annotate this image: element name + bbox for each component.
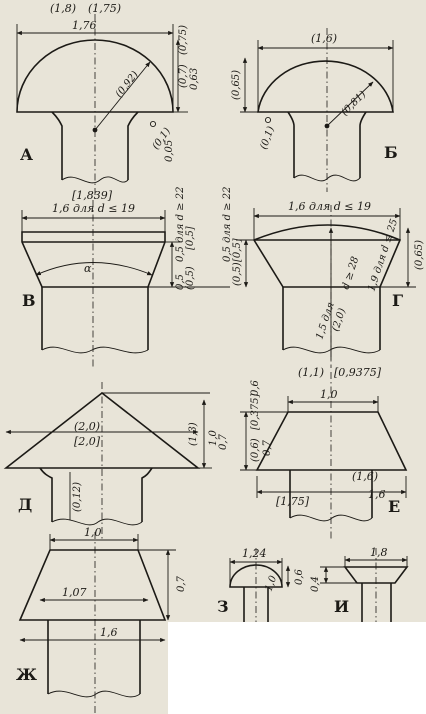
figure-z-dim-width: 1,24: [242, 547, 267, 560]
figure-e-dim-h4: (0,6): [250, 438, 261, 462]
figure-i-dim-h: 0,4: [310, 576, 321, 592]
figure-e-dim-w2: [0,9375]: [334, 366, 382, 379]
figure-b-dim-width: (1,6): [311, 32, 337, 45]
figure-i-label: И: [334, 597, 349, 616]
figure-a-dim-d1: (1,8): [50, 2, 76, 15]
figure-z-dim-h: 0,6: [294, 568, 305, 585]
figure-a-dim-h3: 0,63: [189, 68, 200, 90]
figure-d-dim-w1: (2,0): [74, 420, 100, 433]
figure-g-dim-width: 1,6 для d ≤ 19: [288, 200, 371, 213]
figure-v-dim-d: [1,839]: [72, 189, 113, 202]
figure-e-dim-h2: [0,375]: [250, 393, 261, 430]
figure-g-dim-h1: (0,5): [232, 262, 243, 286]
figure-g-label: Г: [392, 291, 403, 310]
figure-a-dim-h1: (0,7): [178, 64, 189, 88]
figure-v-dim-h1: (0,5): [185, 266, 196, 290]
figure-g-dim-s1: d ≥ 28: [340, 255, 361, 291]
figure-zh-dim-w3: 1,6: [100, 626, 118, 639]
figure-i-dim-width: 1,8: [370, 546, 388, 559]
figure-z-dim-radius: 1,0: [263, 574, 279, 593]
figure-g-semi-countersunk-head: Г 1,6 для d ≤ 19 0,5 для d ≥ 22 (0,5) [0…: [222, 187, 425, 368]
figure-d-dim-h1: (1,3): [188, 422, 199, 446]
figure-v-label: В: [22, 291, 36, 310]
figure-e-flat-conical-head: Е (1,1) [0,9375] 1,0 0,6 [0,375] 0,7 (0,…: [240, 366, 408, 540]
figure-d-dim-h2: 1,0: [208, 429, 219, 446]
figure-e-dim-w3: (1,6): [352, 470, 378, 483]
figure-b-segment-head: Б (1,6) (0,65) (0,81) (0,1): [231, 28, 398, 192]
figure-v-countersunk-head: В [1,839] 1,6 для d ≤ 19 α 0,5 для d ≥ 2…: [21, 187, 230, 368]
figure-b-label: Б: [384, 143, 398, 162]
figure-d-conical-head: Д (2,0) [2,0] (1,3) 1,0 0,7 (0,12): [3, 382, 229, 540]
figure-a-label: А: [20, 145, 33, 164]
figure-g-dim-height: (0,65): [414, 240, 425, 270]
figure-a-dim-d2: (1,75): [88, 2, 121, 15]
figure-zh-dim-h: 0,7: [176, 575, 187, 592]
figure-d-dim-h3: 0,7: [218, 433, 229, 450]
figure-a-dim-radius: (0,92): [114, 69, 141, 100]
figure-b-dim-height: (0,65): [231, 70, 242, 100]
figure-v-dim-h2: [0,5]: [185, 226, 196, 250]
figure-g-dim-cond: 0,5 для d ≥ 22: [222, 187, 233, 262]
figure-g-dim-h2: [0,5]: [232, 238, 243, 262]
figure-v-dim-cond: 0,5 для d ≥ 22: [175, 187, 186, 262]
figure-e-dim-h3: 0,7: [262, 439, 273, 456]
figure-v-angle: α: [84, 262, 92, 275]
figure-g-dim-s2: 1,9 для d ≤ 25: [366, 218, 400, 293]
figure-e-dim-h1: 0,6: [250, 379, 261, 396]
figure-e-dim-w1: (1,1): [298, 366, 324, 379]
figure-z-label: З: [217, 597, 229, 616]
figure-d-label: Д: [18, 495, 32, 514]
figure-z-small-round-head: З 1,24 1,0 0,6: [217, 547, 305, 628]
figure-i-small-countersunk-head: И 1,8 0,4: [310, 546, 409, 632]
figure-e-dim-w4: 1,6: [368, 488, 386, 501]
figure-zh-trapezoid-head: Ж 1,0 1,07 1,6 0,7: [16, 526, 187, 714]
figure-e-dim-width: 1,0: [320, 388, 338, 401]
figure-d-dim-w2: [2,0]: [74, 435, 101, 448]
figure-d-dim-e: (0,12): [72, 482, 83, 512]
figure-a-semicircular-head: А (1,8) (1,75) 1,76 (0,92) (0,1) (0,7) (…: [16, 2, 200, 198]
figure-v-dim-h3: 0,5: [175, 274, 186, 290]
figure-zh-dim-w1: 1,0: [84, 526, 102, 539]
figure-a-dim-e: 0,05: [164, 140, 175, 162]
figure-e-label: Е: [388, 497, 400, 516]
figure-zh-dim-w2: 1,07: [62, 586, 87, 599]
figure-v-dim-width: 1,6 для d ≤ 19: [52, 202, 135, 215]
figure-e-dim-w5: [1,75]: [276, 495, 310, 508]
figure-a-dim-width: 1,76: [72, 19, 97, 32]
figure-b-dim-radius-small: (0,1): [258, 125, 276, 151]
figure-zh-label: Ж: [16, 665, 37, 684]
figure-a-dim-h2: (0,75): [178, 25, 189, 55]
blank-area: [168, 622, 426, 714]
